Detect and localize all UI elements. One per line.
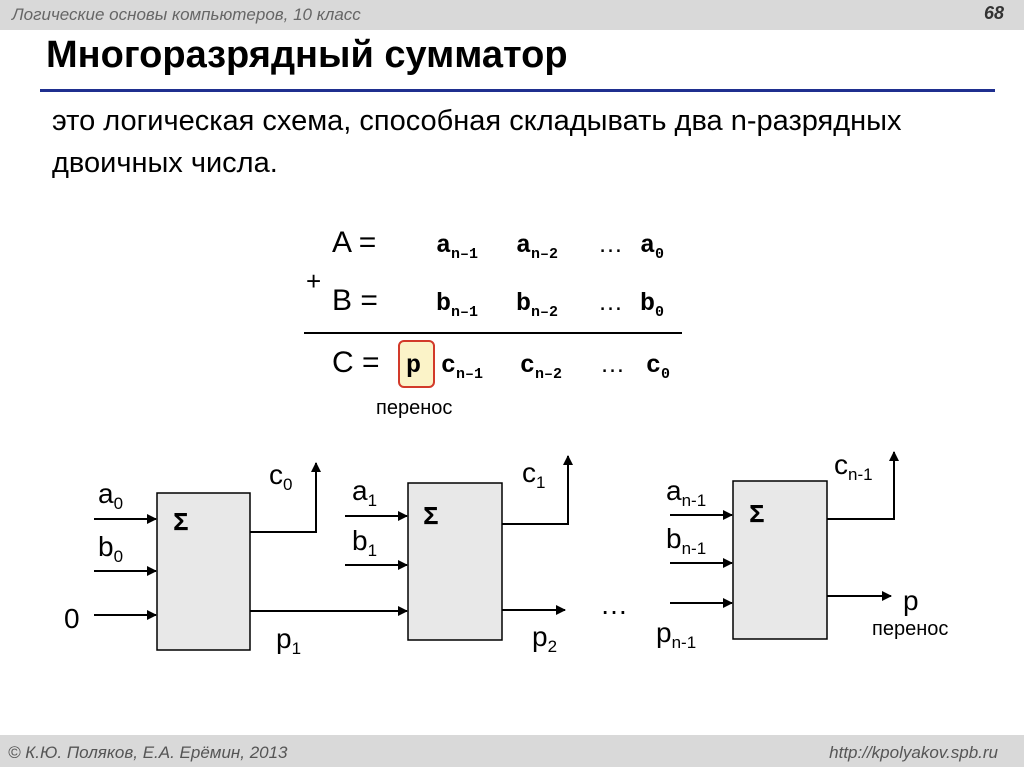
header-bar (0, 0, 1024, 30)
adder-n-label-c: cn-1 (834, 449, 873, 484)
adder-n-output-c (827, 451, 899, 520)
formula: A = + B = C = an–1 an–2 … a0 bn–1 bn–2 …… (304, 226, 682, 419)
ellipsis-c: … (600, 350, 625, 378)
digit-b-n1: bn–1 (436, 289, 478, 321)
adder-2-label-b: b1 (352, 525, 377, 560)
digit-c-n1: cn–1 (441, 351, 483, 383)
footer-bar (0, 735, 1024, 767)
adder-1-label-b: b0 (98, 531, 123, 566)
course-title: Логические основы компьютеров, 10 класс (12, 5, 361, 24)
carry-highlight-box (398, 340, 435, 388)
adder-1-block (156, 492, 251, 651)
adder-2-output-c (502, 455, 573, 525)
digit-c-n2: cn–2 (520, 351, 562, 383)
adder-n-carry-caption: перенос (872, 618, 948, 640)
adder-n-label-p-in: pn-1 (656, 617, 696, 652)
adder-2-block (407, 482, 503, 641)
adder-n-block (732, 480, 828, 640)
ellipsis-a: … (598, 230, 623, 258)
footer-url[interactable]: http://kpolyakov.spb.ru (829, 743, 998, 762)
adder-n-sigma: Σ (749, 500, 765, 530)
definition-text: это логическая схема, способная складыва… (52, 105, 902, 179)
adder-2-label-c: c1 (522, 457, 545, 492)
digit-a-n2: an–2 (516, 231, 558, 263)
adder-chain-ellipsis: … (600, 589, 628, 620)
adder-2-label-a: a1 (352, 475, 377, 510)
formula-b-label: B = (332, 284, 378, 317)
adder-1-label-zero: 0 (64, 603, 80, 634)
digit-c-0: c0 (646, 351, 670, 383)
page-number: 68 (983, 3, 1004, 23)
adder-n-label-a: an-1 (666, 475, 706, 510)
carry-symbol: p (406, 351, 421, 380)
title-underline (40, 89, 995, 92)
digit-a-n1: an–1 (436, 231, 478, 263)
slide-title: Многоразрядный сумматор (46, 34, 568, 76)
ellipsis-b: … (598, 288, 623, 316)
adder-n: Σ an-1 bn-1 pn-1 cn-1 p перенос (656, 449, 948, 652)
adder-n-label-b: bn-1 (666, 523, 706, 558)
formula-a-label: A = (332, 226, 376, 259)
adder-1-label-p: p1 (276, 623, 301, 658)
digit-a-0: a0 (640, 231, 664, 263)
formula-plus-sign: + (306, 266, 321, 296)
digit-b-0: b0 (640, 289, 664, 321)
adder-2-label-p: p2 (532, 621, 557, 656)
adder-1-label-c: c0 (269, 459, 292, 494)
carry-caption: перенос (376, 397, 452, 419)
digit-b-n2: bn–2 (516, 289, 558, 321)
adder-n-label-p-out: p (903, 585, 919, 616)
adder-1: Σ a0 b0 0 c0 p1 (64, 459, 408, 658)
footer-authors: © К.Ю. Поляков, Е.А. Ерёмин, 2013 (8, 743, 288, 762)
adder-1-output-c (250, 462, 321, 533)
adder-1-label-a: a0 (98, 478, 123, 513)
adder-2-sigma: Σ (423, 502, 439, 532)
formula-c-label: C = (332, 346, 380, 379)
adder-2: Σ a1 b1 c1 p2 (345, 455, 573, 656)
adder-1-sigma: Σ (173, 508, 189, 538)
